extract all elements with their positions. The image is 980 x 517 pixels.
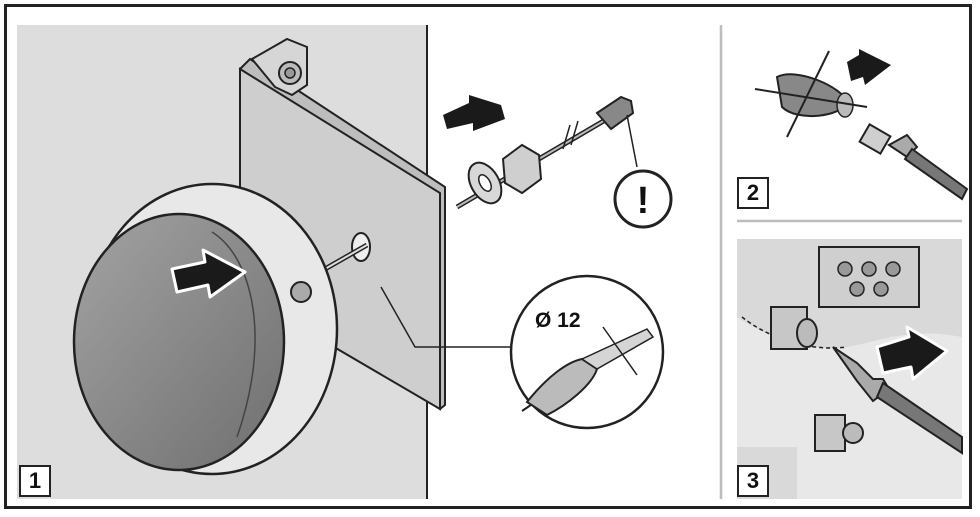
- coax-connector: [858, 122, 969, 201]
- terminal-block: [818, 246, 920, 308]
- drill-magnifier: Ø 12: [509, 274, 665, 430]
- step-number-3: 3: [737, 465, 769, 497]
- step-number-1: 1: [19, 465, 51, 497]
- push-arrow-icon: [875, 325, 949, 381]
- panel-2: [754, 49, 969, 201]
- svg-text:!: !: [637, 180, 650, 222]
- screw-assembly: [455, 95, 635, 210]
- push-arrow-icon: [170, 248, 247, 299]
- instruction-diagram: ! Ø 12: [4, 4, 972, 509]
- cross-out-icon: [754, 50, 868, 138]
- socket: [770, 306, 864, 452]
- diagram-canvas: ! Ø 12: [17, 25, 969, 499]
- warning-icon: !: [613, 114, 673, 229]
- direction-arrow-icon: [847, 49, 891, 85]
- step-number-2: 2: [737, 177, 769, 209]
- panel-3: [737, 239, 963, 499]
- panel-1: ! Ø 12: [17, 25, 673, 499]
- drill-diameter-label: Ø 12: [535, 309, 581, 332]
- mounting-plate: [238, 37, 512, 411]
- coax-plug: [832, 346, 963, 455]
- direction-arrow-icon: [443, 95, 505, 131]
